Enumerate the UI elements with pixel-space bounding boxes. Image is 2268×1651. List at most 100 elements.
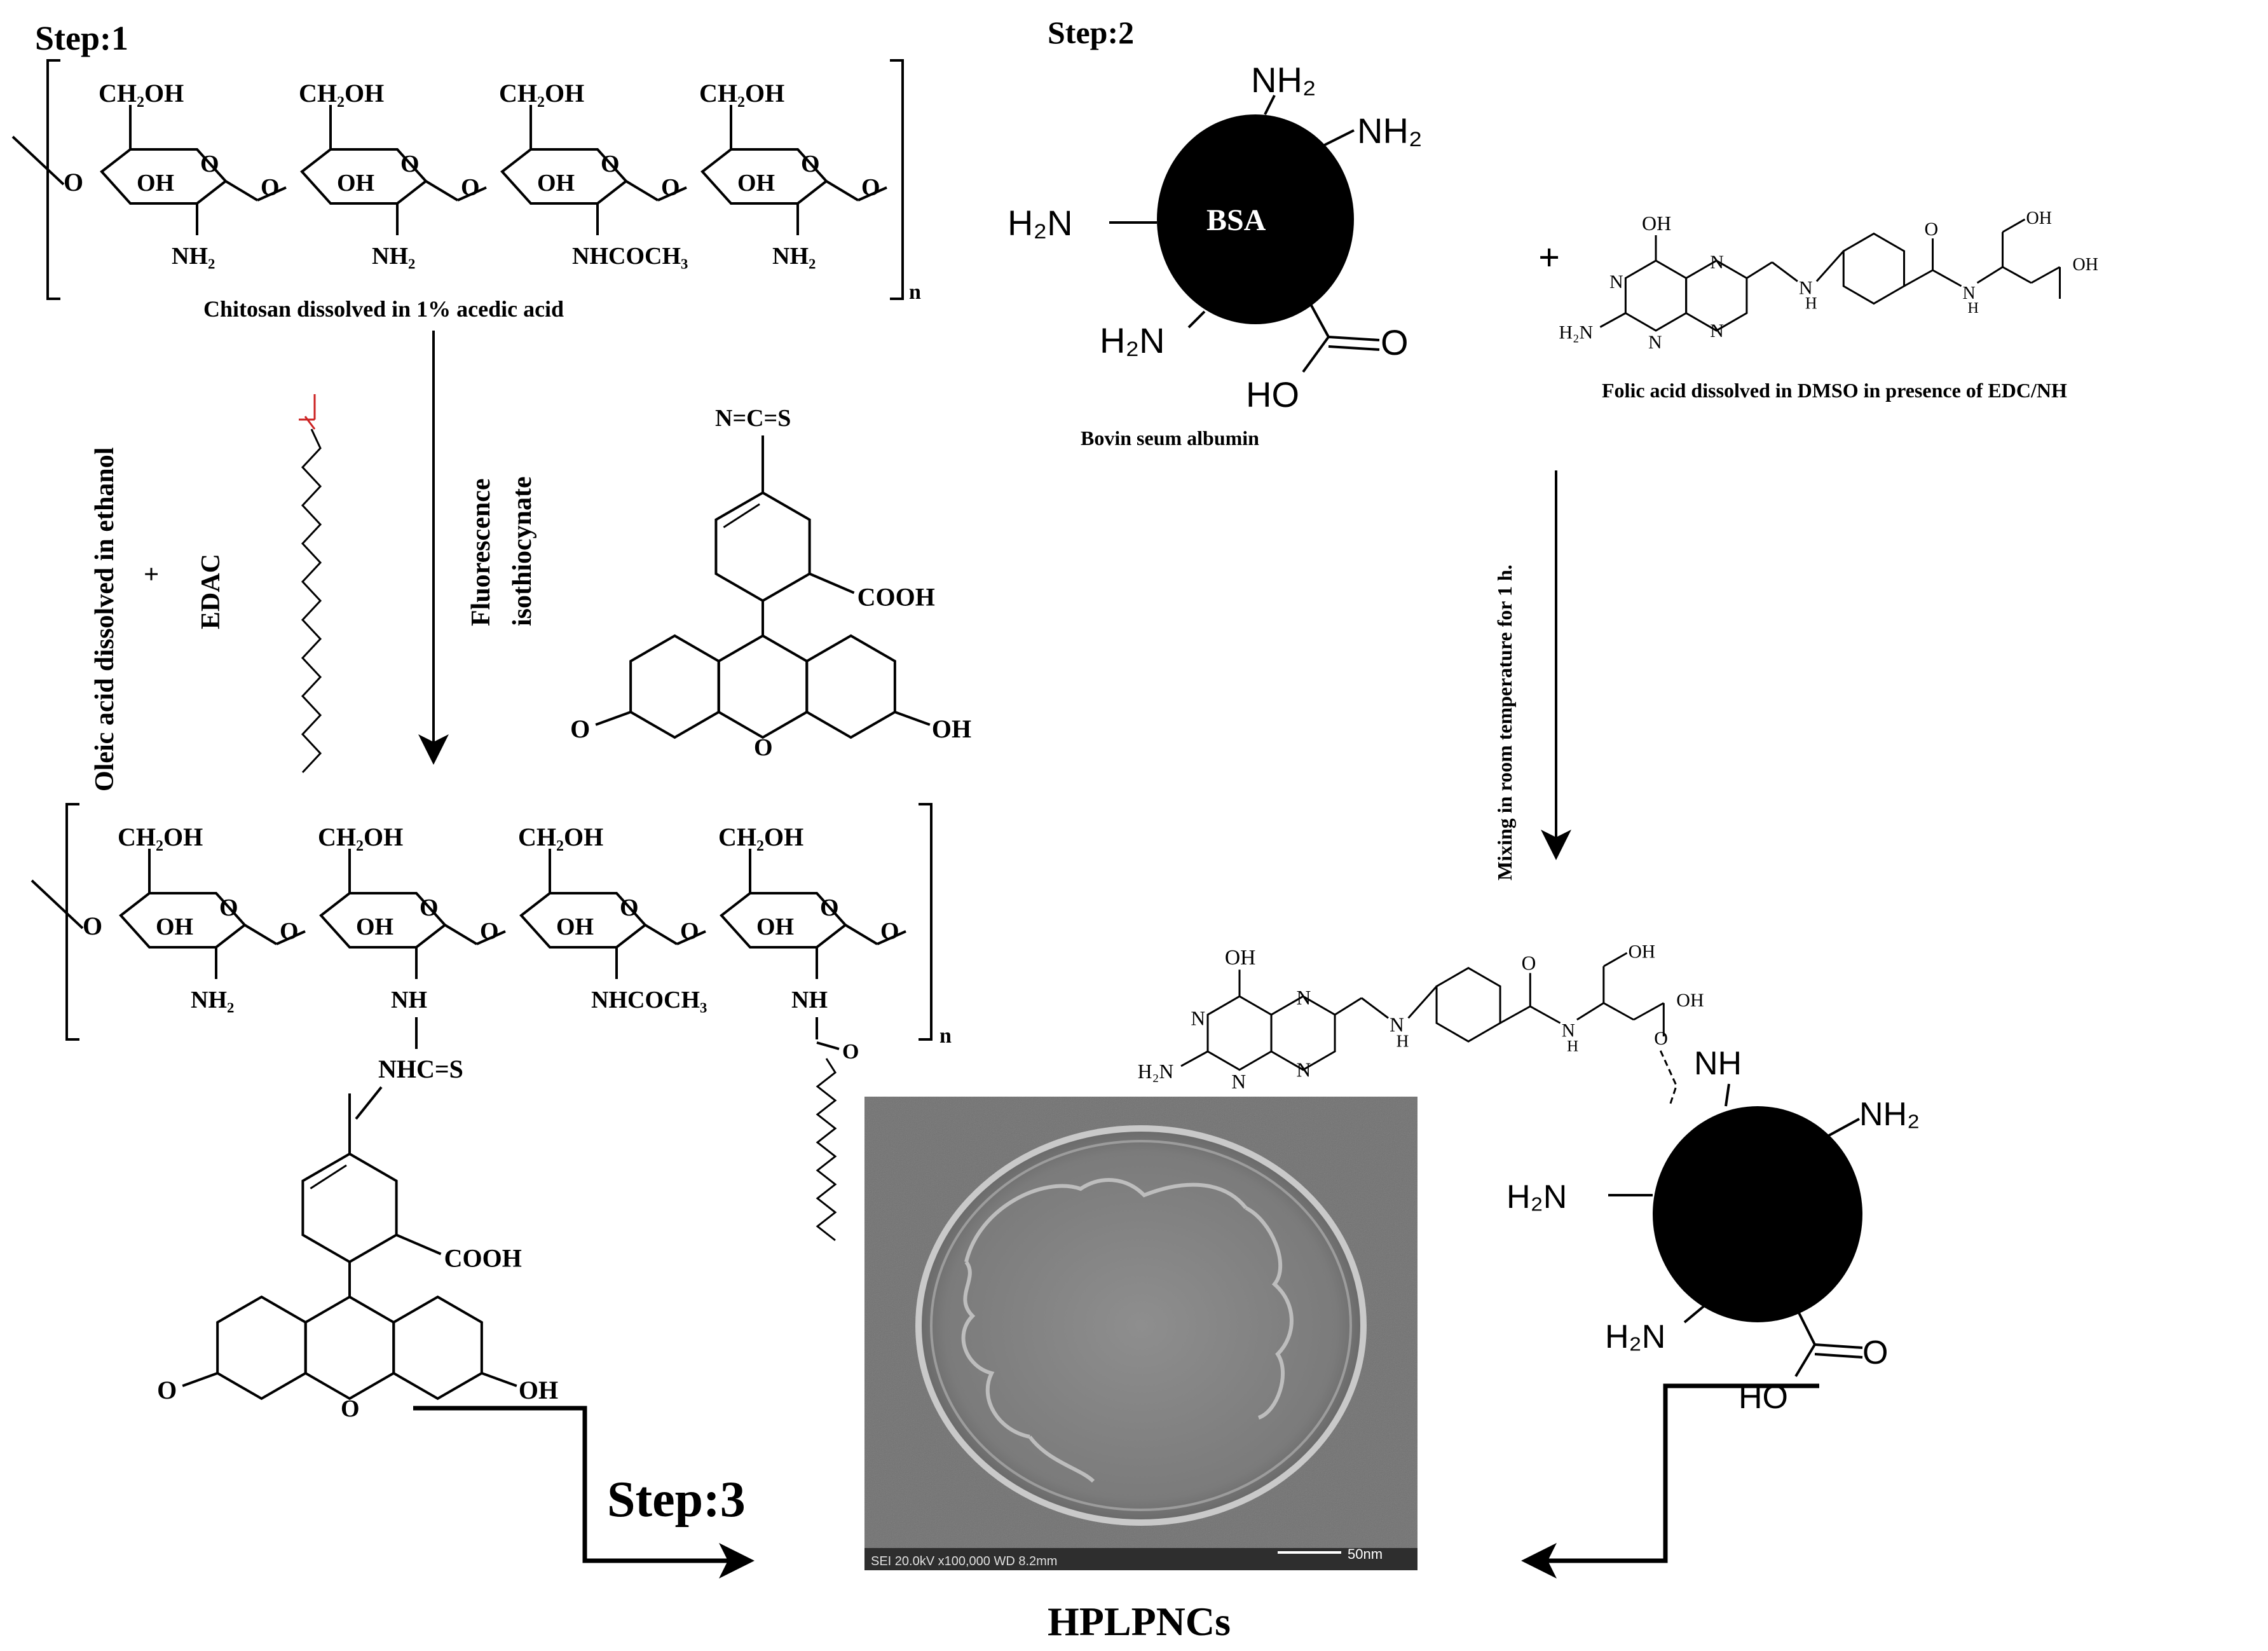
bsa-top: BSA NH₂ NH₂ H₂N H₂N O HO <box>1008 60 1423 414</box>
reagent-fitc: Fluorescence isothiocynate <box>467 476 537 626</box>
product-oh: OH <box>156 914 193 940</box>
fitc-top-benzene <box>714 491 811 603</box>
product-end-o: O <box>83 912 102 940</box>
bsa-name: BSA <box>1206 203 1266 237</box>
chitosan-substituent: NHCOCH₃ <box>572 243 688 270</box>
fitc-bottom-xanthene-ring-0 <box>216 1295 307 1401</box>
folic-top-benzene <box>1842 232 1906 305</box>
bsa-bottom: NH NH₂ H₂N H₂N O HO <box>1506 1045 1920 1416</box>
bsa-caption: Bovin seum albumin <box>1081 427 1259 449</box>
folic-bottom-ester-o: O <box>1654 1028 1668 1049</box>
chitosan-substituent: NH₂ <box>372 243 415 270</box>
chitosan-glyco-o: O <box>261 174 280 201</box>
product-ch2oh: CH₂OH <box>518 823 603 851</box>
chitosan-caption: Chitosan dissolved in 1% acedic acid <box>203 296 564 322</box>
nanoparticle <box>915 1125 1367 1526</box>
folic-top-n4: N <box>1710 320 1724 341</box>
fitc-top-xanthene-ring-2 <box>805 634 896 739</box>
bsa-h2n-left: H₂N <box>1008 203 1073 243</box>
chitosan-end-o: O <box>64 168 83 196</box>
mixing-label: Mixing in room temperature for 1 h. <box>1493 565 1516 880</box>
folic-bottom-amide-n: N <box>1562 1020 1575 1041</box>
bsa-sphere <box>1157 114 1354 324</box>
conj-h2n-left: H₂N <box>1506 1179 1567 1216</box>
step3-arrow-right <box>1521 1383 1819 1579</box>
bsa-h2n-bottom: H₂N <box>1100 320 1165 360</box>
folic-top-amine-h: H <box>1805 294 1817 313</box>
folic-bottom-n3: N <box>1297 987 1311 1009</box>
product-glyco-o: O <box>280 918 299 945</box>
fitc-bottom-oh: OH <box>519 1376 558 1404</box>
folic-bottom-gamma-oh: OH <box>1676 990 1704 1011</box>
folic-top-n2: N <box>1648 332 1662 353</box>
fitc-bottom-keto-o: O <box>157 1376 177 1404</box>
fitc-top-cooh: COOH <box>857 583 935 612</box>
fitc-bottom-xanthene-ring-1 <box>304 1295 395 1401</box>
conj-nh: NH <box>1694 1045 1742 1082</box>
fitc-bottom-cooh: COOH <box>444 1244 522 1273</box>
nanoparticle-inner-folds <box>961 1178 1294 1483</box>
product-oh: OH <box>756 914 794 940</box>
oleic-carboxyl <box>299 394 316 430</box>
chitosan-fitc-oleic-product: n OCH₂OHOHNH₂OOCH₂OHOHNHOOCH₂OHOHNHCOCH₃… <box>31 803 952 1120</box>
conj-nh2: NH₂ <box>1859 1096 1920 1133</box>
fitc-top-oh: OH <box>932 715 971 743</box>
sem-scale-text: 50nm <box>1348 1546 1383 1562</box>
product-glyco-o: O <box>880 918 899 945</box>
chitosan-substituent: NH₂ <box>772 243 816 270</box>
amide-o: O <box>842 1040 859 1064</box>
chitosan-ch2oh: CH₂OH <box>499 79 584 107</box>
product-ring-o: O <box>420 894 439 921</box>
fitc-top-xanthene-ring-0 <box>629 634 720 739</box>
chitosan-oh: OH <box>337 170 374 196</box>
product-ch2oh: CH₂OH <box>718 823 803 851</box>
folic-bottom-amide-h: H <box>1567 1038 1578 1055</box>
product-substituent: NH₂ <box>191 987 234 1013</box>
chitosan-ch2oh: CH₂OH <box>99 79 184 107</box>
fluorescence-label: Fluorescence <box>467 479 496 626</box>
folic-bottom-benzene <box>1435 966 1501 1043</box>
product-glyco-o: O <box>680 918 699 945</box>
product-oleic-chain <box>816 1058 837 1242</box>
product-glyco-o: O <box>480 918 499 945</box>
sem-micrograph: SEI 20.0kV x100,000 WD 8.2mm 50nm <box>864 1097 1418 1570</box>
bsa-nh2-right: NH₂ <box>1357 111 1423 151</box>
folic-bottom-amide-o: O <box>1522 952 1536 974</box>
folic-top-h2n: H₂N <box>1559 322 1593 343</box>
fitc-top-keto-o: O <box>570 715 590 743</box>
folic-bottom-h2n: H₂N <box>1138 1060 1174 1083</box>
folic-bottom-n2: N <box>1231 1071 1246 1093</box>
product-substituent: NHCOCH₃ <box>591 987 707 1013</box>
folic-bottom-pyrimidine <box>1206 995 1273 1071</box>
bsa-sphere-bottom <box>1653 1106 1862 1322</box>
product-oh: OH <box>556 914 594 940</box>
product-substituent: NH <box>791 987 828 1013</box>
chitosan-ch2oh: CH₂OH <box>699 79 784 107</box>
folic-bottom-oh: OH <box>1225 946 1256 969</box>
product-ch2oh: CH₂OH <box>318 823 403 851</box>
product-ring-o: O <box>219 894 238 921</box>
product-substituent: NH <box>391 987 427 1013</box>
isothiocyanate-label: isothiocynate <box>508 476 537 626</box>
folic-top-oh: OH <box>1642 212 1671 235</box>
product-oh: OH <box>356 914 393 940</box>
chitosan-repeat-subscript: n <box>909 280 921 304</box>
bsa-ho: HO <box>1246 374 1299 414</box>
bsa-carbonyl-o: O <box>1381 322 1409 362</box>
chitosan-ring-o: O <box>200 151 219 177</box>
sem-info-text: SEI 20.0kV x100,000 WD 8.2mm <box>871 1554 1057 1568</box>
bsa-nh2-top: NH₂ <box>1251 60 1316 100</box>
fitc-bottom-xanthene-ring-2 <box>392 1295 483 1401</box>
step2-label: Step:2 <box>1048 15 1134 50</box>
fitc-top-xanthene-ring-1 <box>717 634 809 739</box>
chitosan-glyco-o: O <box>461 174 480 201</box>
